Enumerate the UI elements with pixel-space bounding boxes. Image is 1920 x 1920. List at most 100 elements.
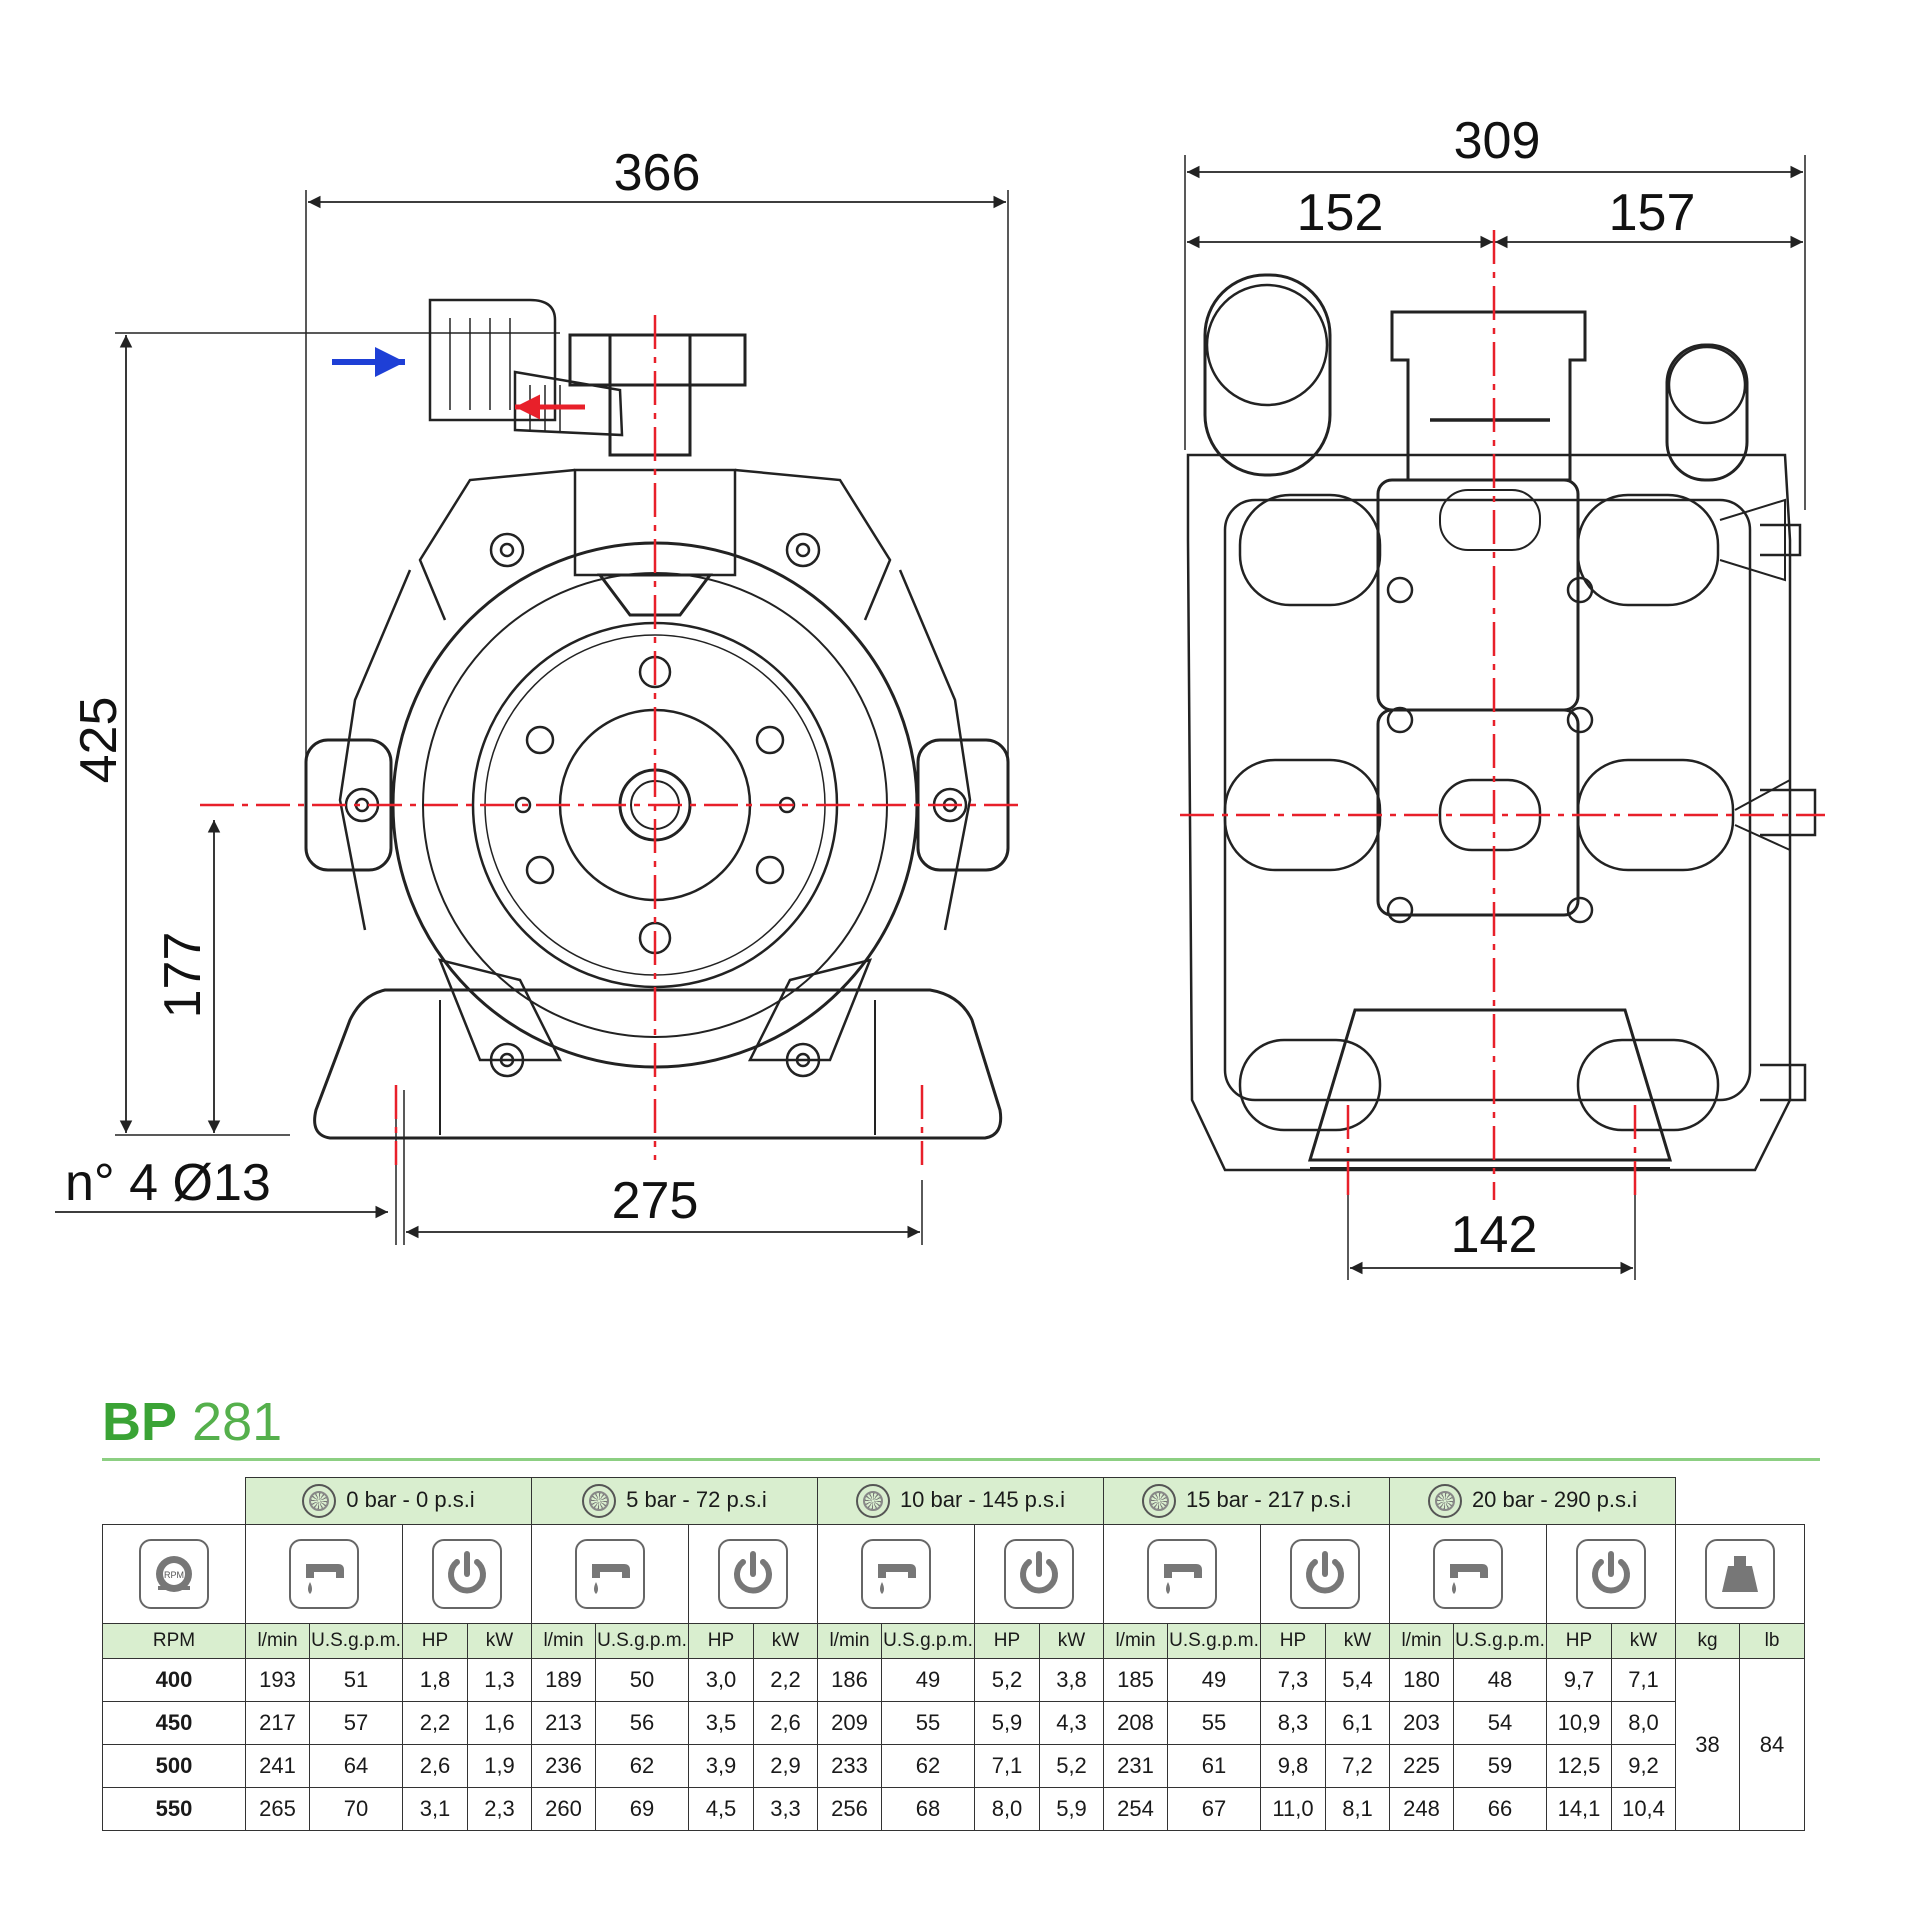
unit-header: l/min <box>531 1623 596 1659</box>
table-cell: 4,5 <box>688 1787 754 1831</box>
unit-header: kg <box>1675 1623 1740 1659</box>
table-cell: 8,1 <box>1325 1787 1390 1831</box>
table-cell: 8,0 <box>1611 1701 1676 1745</box>
dim-spacing-275: 275 <box>612 1172 699 1230</box>
dim-height-425: 425 <box>70 697 128 784</box>
table-cell: 265 <box>245 1787 310 1831</box>
table-cell: 66 <box>1453 1787 1547 1831</box>
table-cell: 8,3 <box>1260 1701 1326 1745</box>
table-cell: 5,2 <box>974 1658 1040 1702</box>
faucet-icon <box>1433 1539 1503 1609</box>
icon-cell <box>974 1524 1104 1624</box>
table-cell: 7,1 <box>1611 1658 1676 1702</box>
table-cell: 260 <box>531 1787 596 1831</box>
table-cell: 12,5 <box>1546 1744 1612 1788</box>
table-cell: 49 <box>1167 1658 1261 1702</box>
unit-header: HP <box>974 1623 1040 1659</box>
table-cell: 9,7 <box>1546 1658 1612 1702</box>
icon-cell <box>1675 1524 1805 1624</box>
table-cell: 209 <box>817 1701 882 1745</box>
unit-header: kW <box>467 1623 532 1659</box>
pressure-header: 5 bar - 72 p.s.i <box>531 1477 818 1525</box>
unit-header: l/min <box>245 1623 310 1659</box>
table-cell: 189 <box>531 1658 596 1702</box>
table-cell: 3,8 <box>1039 1658 1104 1702</box>
table-cell: 2,9 <box>753 1744 818 1788</box>
icon-cell <box>1103 1524 1261 1624</box>
dim-width-309: 309 <box>1454 112 1541 170</box>
faucet-icon <box>289 1539 359 1609</box>
table-cell: 10,4 <box>1611 1787 1676 1831</box>
table-cell: 186 <box>817 1658 882 1702</box>
pressure-label: 20 bar - 290 p.s.i <box>1471 1486 1638 1512</box>
table-cell: 69 <box>595 1787 689 1831</box>
icon-cell <box>531 1524 689 1624</box>
icon-cell <box>1389 1524 1547 1624</box>
table-cell: 62 <box>595 1744 689 1788</box>
table-cell: 5,9 <box>1039 1787 1104 1831</box>
table-cell: 67 <box>1167 1787 1261 1831</box>
dim-base-142: 142 <box>1451 1206 1538 1264</box>
table-cell: 3,1 <box>402 1787 468 1831</box>
unit-header: kW <box>1325 1623 1390 1659</box>
unit-header: lb <box>1739 1623 1805 1659</box>
dim-width-366: 366 <box>614 144 701 202</box>
table-cell: 5,9 <box>974 1701 1040 1745</box>
side-view <box>1184 155 1817 1280</box>
table-cell: 68 <box>881 1787 975 1831</box>
table-cell: 5,2 <box>1039 1744 1104 1788</box>
icon-cell <box>688 1524 818 1624</box>
unit-header: U.S.g.p.m. <box>1453 1623 1547 1659</box>
table-cell: 213 <box>531 1701 596 1745</box>
unit-header: U.S.g.p.m. <box>1167 1623 1261 1659</box>
table-cell: 2,2 <box>402 1701 468 1745</box>
unit-header: HP <box>402 1623 468 1659</box>
icon-cell <box>402 1524 532 1624</box>
table-cell: 225 <box>1389 1744 1454 1788</box>
table-cell: 3,9 <box>688 1744 754 1788</box>
power-icon <box>718 1539 788 1609</box>
weight-icon <box>1705 1539 1775 1609</box>
table-cell: 9,8 <box>1260 1744 1326 1788</box>
weight-lb: 84 <box>1739 1658 1805 1831</box>
faucet-icon <box>861 1539 931 1609</box>
pressure-gauge-icon <box>1427 1484 1462 1518</box>
pressure-label: 10 bar - 145 p.s.i <box>899 1486 1066 1512</box>
table-cell: 231 <box>1103 1744 1168 1788</box>
table-cell: 55 <box>881 1701 975 1745</box>
table-cell: 2,3 <box>467 1787 532 1831</box>
title-divider <box>102 1458 1820 1461</box>
unit-header: kW <box>753 1623 818 1659</box>
icon-cell <box>245 1524 403 1624</box>
table-cell: 185 <box>1103 1658 1168 1702</box>
table-cell: 1,8 <box>402 1658 468 1702</box>
table-cell: 9,2 <box>1611 1744 1676 1788</box>
table-cell: 8,0 <box>974 1787 1040 1831</box>
icon-cell <box>1546 1524 1676 1624</box>
side-centerlines <box>1180 230 1825 1200</box>
blank-cell <box>103 1478 246 1525</box>
table-cell: 2,6 <box>402 1744 468 1788</box>
table-cell: 2,2 <box>753 1658 818 1702</box>
rpm-value: 500 <box>102 1744 246 1788</box>
table-cell: 61 <box>1167 1744 1261 1788</box>
table-cell: 57 <box>309 1701 403 1745</box>
table-cell: 54 <box>1453 1701 1547 1745</box>
table-cell: 55 <box>1167 1701 1261 1745</box>
table-cell: 256 <box>817 1787 882 1831</box>
rpm-icon: RPM <box>139 1539 209 1609</box>
unit-header: U.S.g.p.m. <box>881 1623 975 1659</box>
pressure-header: 15 bar - 217 p.s.i <box>1103 1477 1390 1525</box>
pressure-header: 20 bar - 290 p.s.i <box>1389 1477 1676 1525</box>
table-cell: 248 <box>1389 1787 1454 1831</box>
dim-left-152: 152 <box>1297 184 1384 242</box>
table-cell: 50 <box>595 1658 689 1702</box>
svg-text:RPM: RPM <box>164 1570 184 1580</box>
table-cell: 2,6 <box>753 1701 818 1745</box>
table-cell: 70 <box>309 1787 403 1831</box>
pressure-gauge-icon <box>1141 1484 1176 1518</box>
table-cell: 59 <box>1453 1744 1547 1788</box>
